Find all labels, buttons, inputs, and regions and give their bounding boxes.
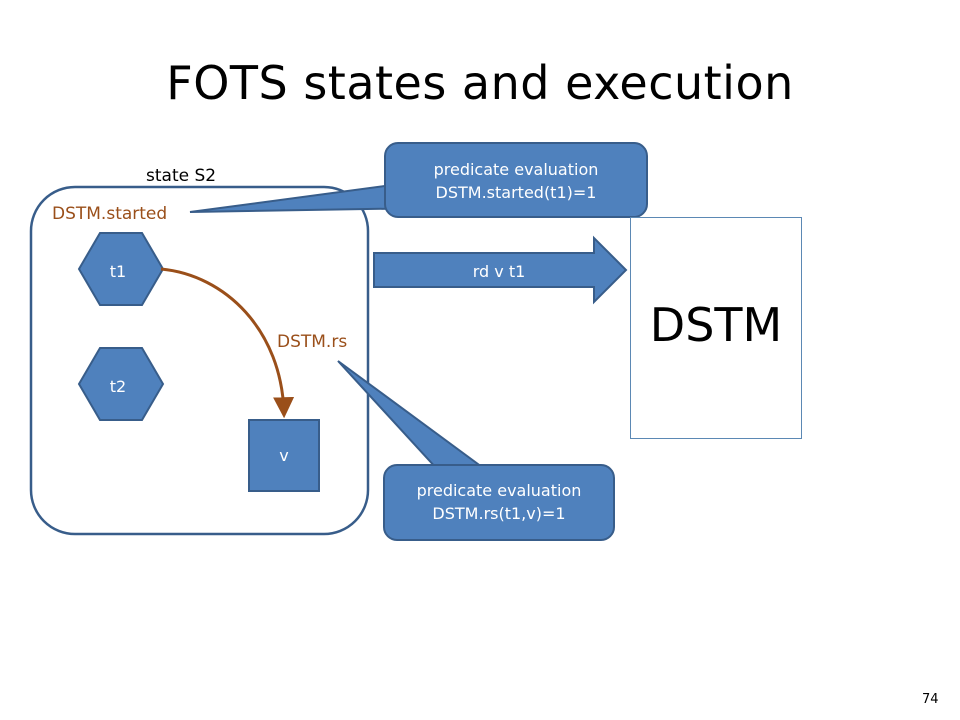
node-v-label: v: [279, 446, 289, 465]
callout-top-box: [384, 142, 648, 218]
callout-bottom-line1: predicate evaluation: [416, 481, 582, 500]
callout-bottom-box: [383, 464, 615, 541]
rd-arrow-label: rd v t1: [472, 262, 526, 281]
state-container: [29, 185, 370, 536]
node-t2-label: t2: [109, 377, 127, 396]
rs-relation-label: DSTM.rs: [277, 332, 348, 352]
slide-title: FOTS states and execution: [166, 56, 794, 110]
callout-bottom-pointer: [337, 360, 490, 471]
callout-top-line2: DSTM.started(t1)=1: [435, 183, 597, 202]
callout-bottom-line2: DSTM.rs(t1,v)=1: [432, 504, 566, 523]
callout-top-line1: predicate evaluation: [433, 160, 599, 179]
dstm-label: DSTM: [649, 298, 783, 352]
dstm-box: [630, 217, 802, 439]
rs-edge: [160, 267, 295, 419]
started-relation-label: DSTM.started: [52, 204, 168, 224]
node-t1-label: t1: [109, 262, 127, 281]
node-t2-hexagon: [77, 347, 165, 421]
node-v-square: [248, 419, 320, 492]
rd-arrow: [373, 235, 628, 305]
node-t1-hexagon: [77, 232, 165, 306]
state-label: state S2: [146, 166, 217, 186]
callout-top-text: predicate evaluation DSTM.started(t1)=1: [385, 158, 647, 204]
page-number: 74: [922, 692, 939, 707]
callout-bottom-text: predicate evaluation DSTM.rs(t1,v)=1: [384, 479, 614, 525]
